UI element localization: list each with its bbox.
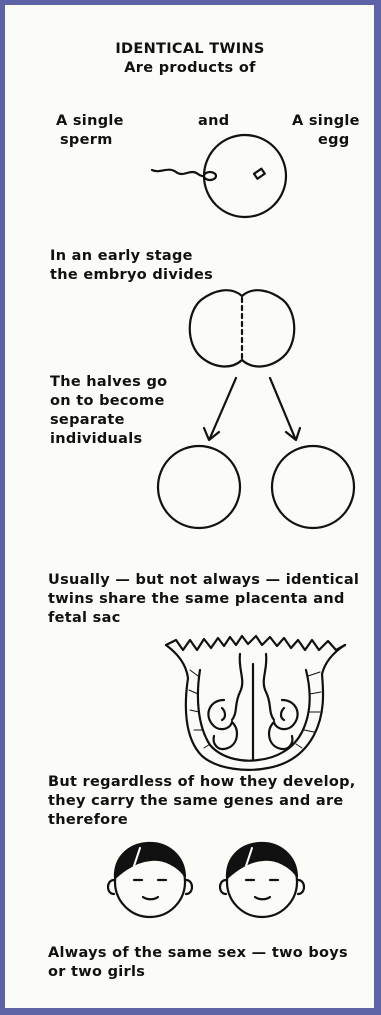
face-left-hair (115, 843, 185, 878)
face-left-ear-l (108, 880, 114, 894)
twin-face-right (220, 843, 304, 917)
face-left-mouth (143, 897, 158, 899)
placenta-illustration (166, 636, 345, 770)
face-right-mouth (255, 897, 270, 899)
split-arrows (204, 378, 300, 440)
sperm-tail (152, 170, 206, 176)
umbilical-cord-right (264, 654, 274, 720)
face-right-ear-r (298, 880, 304, 894)
sperm-egg-illustration (152, 135, 286, 217)
sperm-head (204, 172, 216, 180)
fetus-right (269, 700, 298, 749)
arrow-left-shaft (210, 378, 236, 438)
egg-nucleus (254, 169, 265, 179)
arrow-right-shaft (270, 378, 295, 438)
individual-right (272, 446, 354, 528)
fetus-left (208, 700, 237, 749)
placenta-outer-wall (166, 645, 345, 770)
face-right-ear-l (220, 880, 226, 894)
twin-face-left (108, 843, 192, 917)
dividing-embryo (190, 290, 295, 366)
individual-left (158, 446, 240, 528)
face-left-ear-r (186, 880, 192, 894)
umbilical-cord-left (232, 654, 242, 720)
face-right-hair (227, 843, 297, 878)
placenta-top-fringe (166, 636, 345, 650)
